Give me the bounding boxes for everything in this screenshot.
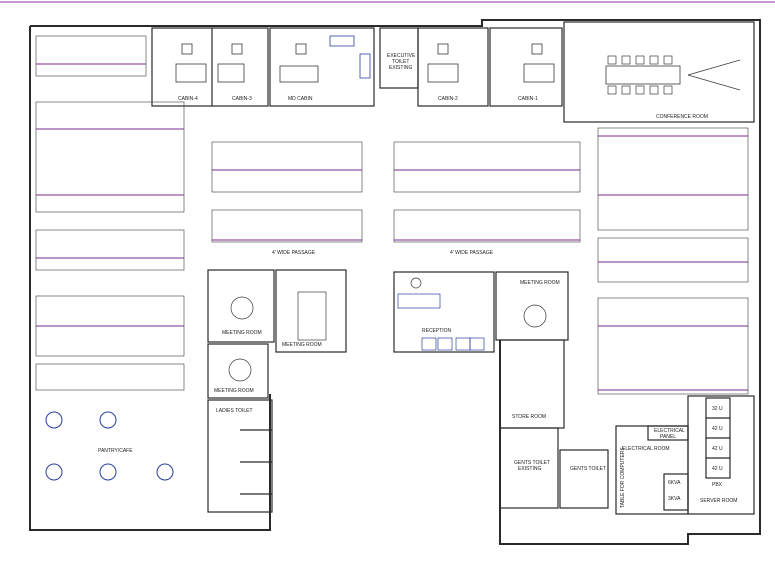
workstation-divider-lines (36, 63, 748, 391)
label-passage-left: 4' WIDE PASSAGE (272, 250, 316, 256)
label-gents-existing-1: GENTS TOILET (514, 460, 550, 466)
label-pbx: PBX (712, 482, 723, 488)
label-reception: RECEPTION (422, 328, 452, 334)
label-cabin-1: CABIN-1 (518, 96, 538, 102)
label-rack-4: 42 U (712, 466, 723, 472)
label-cabin-4: CABIN-4 (178, 96, 198, 102)
conference-chairs (607, 55, 741, 95)
label-exec-toilet-3: EXISTING (389, 65, 412, 71)
label-server: SERVER ROOM (700, 498, 737, 504)
central-rooms (207, 269, 569, 399)
pantry-tables (45, 411, 174, 481)
label-kva-2: 3KVA (668, 496, 681, 502)
label-exec-toilet-1: EXECUTIVE (387, 53, 416, 59)
outer-walls (29, 19, 761, 545)
label-table-computers: TABLE FOR COMPUTERS (620, 447, 626, 508)
label-electrical-panel-2: PANEL (660, 434, 676, 440)
room-labels: CABIN-4 CABIN-3 MD CABIN EXECUTIVE TOILE… (98, 53, 737, 508)
label-rack-3: 42 U (712, 446, 723, 452)
label-kva-1: 6KVA (668, 480, 681, 486)
label-electrical-room: ELECTRICAL ROOM (622, 446, 670, 452)
label-store: STORE ROOM (512, 414, 546, 420)
label-rack-2: 42 U (712, 426, 723, 432)
label-gents-existing-2: EXISTING (518, 466, 541, 472)
label-gents: GENTS TOILET (570, 466, 606, 472)
label-ladies-toilet: LADIES TOILET (216, 408, 253, 414)
label-meeting-1: MEETING ROOM (222, 330, 262, 336)
label-passage-right: 4' WIDE PASSAGE (450, 250, 494, 256)
label-conference: CONFERENCE ROOM (656, 114, 708, 120)
workstations (35, 35, 749, 395)
cabins-block (151, 21, 755, 123)
label-cabin-2: CABIN-2 (438, 96, 458, 102)
label-electrical-panel-1: ELECTRICAL (654, 428, 685, 434)
cabin-furniture (175, 35, 681, 85)
label-meeting-3: MEETING ROOM (214, 388, 254, 394)
label-cabin-3: CABIN-3 (232, 96, 252, 102)
label-pantry: PANTRY/CAFE (98, 448, 133, 454)
central-furniture (228, 277, 547, 382)
label-meeting-4: MEETING ROOM (520, 280, 560, 286)
service-area (207, 339, 755, 515)
label-rack-1: 32 U (712, 406, 723, 412)
label-exec-toilet-2: TOILET (392, 59, 409, 65)
label-md-cabin: MD CABIN (288, 96, 313, 102)
label-meeting-2: MEETING ROOM (282, 342, 322, 348)
